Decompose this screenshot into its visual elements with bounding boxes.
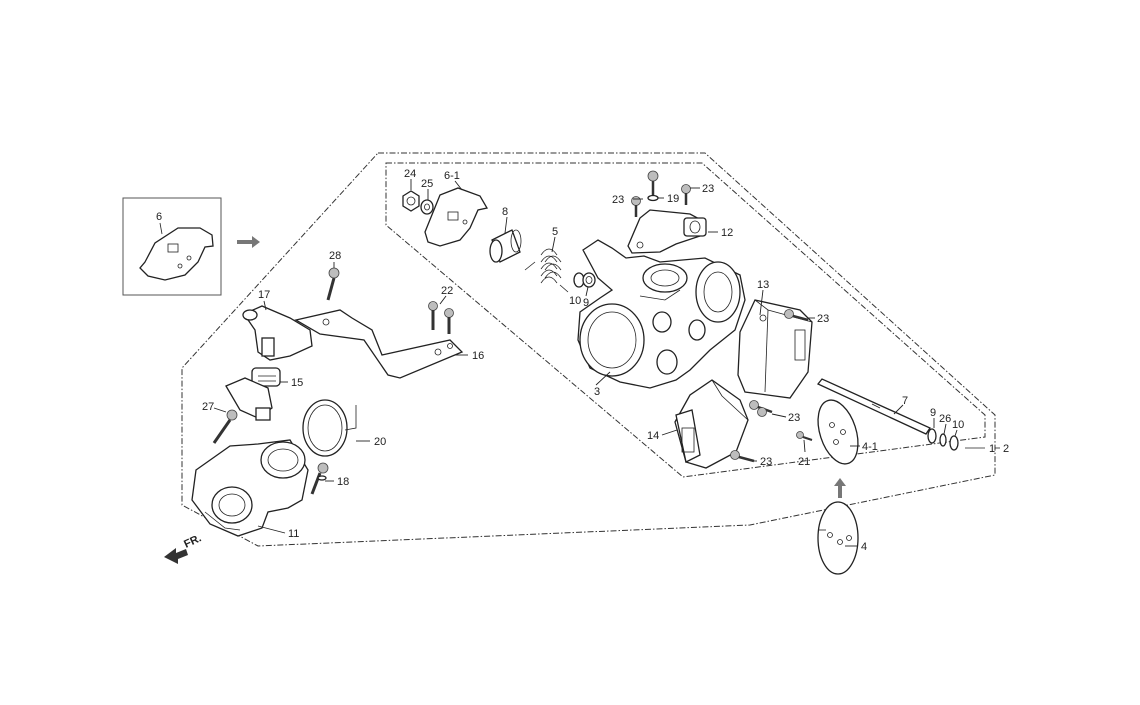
part-28-bolt xyxy=(326,267,340,301)
callout-6: 6 xyxy=(156,211,162,223)
callout-13: 13 xyxy=(757,279,769,291)
part-23-screw-c xyxy=(784,309,809,322)
callout-7: 7 xyxy=(902,395,908,407)
part-9-washer-upper xyxy=(582,272,596,288)
callout-23: 23 xyxy=(702,183,714,195)
part-5-spring xyxy=(524,248,569,293)
callout-22: 22 xyxy=(441,285,453,297)
callout-15: 15 xyxy=(291,377,303,389)
part-3-throttle-body xyxy=(577,239,746,389)
part-20-clamp xyxy=(302,399,357,457)
outer-assembly-outline xyxy=(181,152,996,547)
part-16-bracket xyxy=(294,309,464,379)
part-14-sensor xyxy=(674,379,749,469)
callout-28: 28 xyxy=(329,250,341,262)
part-26-washer xyxy=(939,433,947,447)
callout-9: 9 xyxy=(583,297,589,309)
callout-18: 18 xyxy=(337,476,349,488)
callout-12: 12 xyxy=(721,227,733,239)
part-18-bolt xyxy=(310,462,329,495)
callout-1: 1 xyxy=(989,443,995,455)
arrow-plate-up xyxy=(834,478,846,498)
part-23-screw-a xyxy=(631,196,641,217)
part-19-screw xyxy=(647,170,659,202)
callout-17: 17 xyxy=(258,289,270,301)
front-direction-arrow xyxy=(164,548,188,564)
callout-3: 3 xyxy=(594,386,600,398)
part-25-washer xyxy=(420,199,434,215)
callout-4-1: 4-1 xyxy=(862,441,878,453)
part-12-sensor-bracket xyxy=(627,209,707,254)
part-6-1-cam-plate xyxy=(424,187,489,247)
part-22-bolts xyxy=(428,301,454,334)
callout-10: 10 xyxy=(569,295,581,307)
callout-25: 25 xyxy=(421,178,433,190)
part-23-screw-e xyxy=(730,450,755,463)
callout-16: 16 xyxy=(472,350,484,362)
callout-26: 26 xyxy=(939,413,951,425)
callout-24: 24 xyxy=(404,168,416,180)
part-23-screw-b xyxy=(681,184,691,205)
callout-6-1: 6-1 xyxy=(444,170,460,182)
callout-21: 21 xyxy=(798,456,810,468)
callout-14: 14 xyxy=(647,430,659,442)
callout-27: 27 xyxy=(202,401,214,413)
callout-10: 10 xyxy=(952,419,964,431)
callout-9: 9 xyxy=(930,407,936,419)
part-24-nut xyxy=(402,190,420,212)
arrow-to-assembly xyxy=(237,236,260,248)
part-13-control-module xyxy=(737,299,813,399)
callout-8: 8 xyxy=(502,206,508,218)
part-27-bolt xyxy=(212,409,238,444)
part-4-1-throttle-plate xyxy=(817,399,859,465)
inner-assembly-outline xyxy=(385,162,986,478)
callout-11: 11 xyxy=(288,528,299,540)
callout-2: 2 xyxy=(1003,443,1009,455)
part-4-throttle-plate xyxy=(817,501,859,575)
part-15-injector xyxy=(225,367,281,421)
part-9-washer-lower xyxy=(927,428,937,444)
callout-4: 4 xyxy=(861,541,867,553)
part-23-screw-d xyxy=(749,400,773,417)
callout-23: 23 xyxy=(788,412,800,424)
part-11-intake-manifold xyxy=(191,439,309,537)
callout-23: 23 xyxy=(817,313,829,325)
part-10-washer-lower xyxy=(949,435,959,451)
front-marker-label: FR. xyxy=(182,532,203,550)
part-17-fuel-connector xyxy=(242,305,313,361)
callout-5: 5 xyxy=(552,226,558,238)
callout-20: 20 xyxy=(374,436,386,448)
callout-23: 23 xyxy=(612,194,624,206)
callout-labels: 6 24 25 6-1 8 5 10 9 23 19 23 12 28 17 2… xyxy=(156,168,1009,553)
part-6-cam-plate xyxy=(139,227,214,281)
part-21-screw xyxy=(796,431,813,441)
part-7-throttle-shaft xyxy=(816,378,931,435)
leader-6 xyxy=(159,222,163,235)
leader-lines xyxy=(213,179,958,547)
callout-19: 19 xyxy=(667,193,679,205)
callout-23: 23 xyxy=(760,456,772,468)
part-8-bushing xyxy=(489,229,522,263)
